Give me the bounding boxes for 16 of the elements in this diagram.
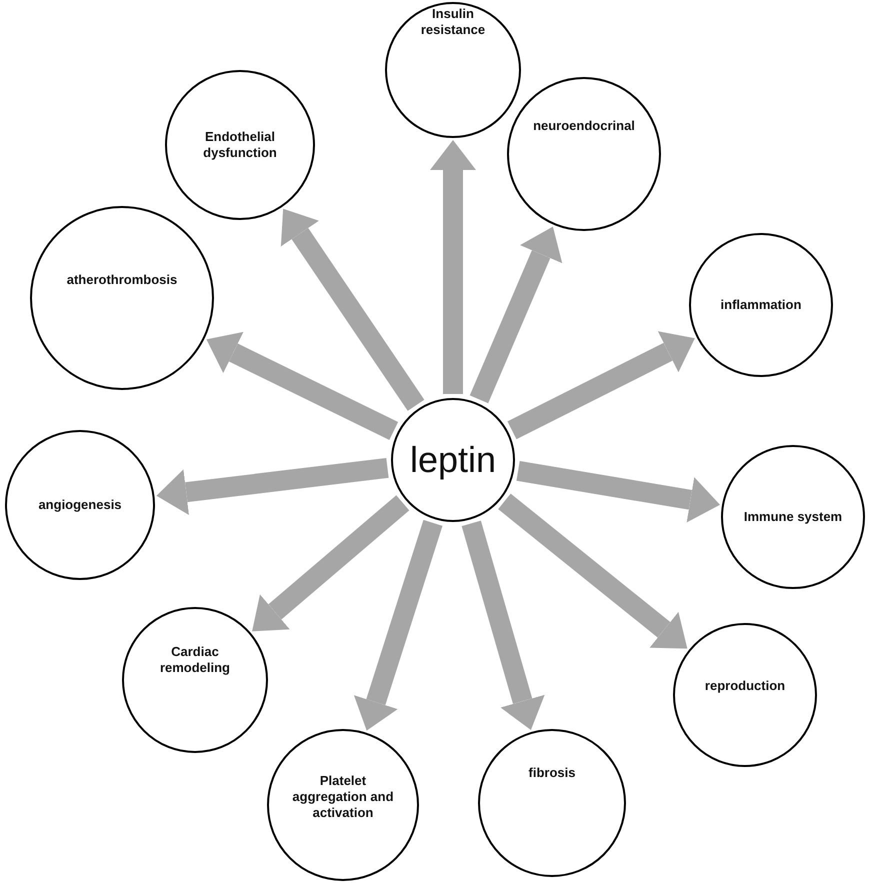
circle-node: [391, 398, 515, 522]
block-arrow: [516, 461, 722, 522]
node-label: neuroendocrinal: [532, 118, 636, 134]
node-label: Immune system: [742, 508, 844, 524]
node-label: Cardiac remodeling: [158, 644, 232, 676]
node-label: leptin: [408, 440, 498, 480]
block-arrow: [155, 458, 389, 516]
node-label: angiogenesis: [37, 496, 123, 512]
node-label: fibrosis: [528, 764, 576, 780]
node-label: reproduction: [704, 678, 786, 694]
block-arrow: [462, 520, 545, 733]
node-label: Endothelial dysfunction: [202, 128, 278, 160]
node-label: Platelet aggregation and activation: [291, 772, 395, 820]
node-label: atherothrombosis: [66, 272, 178, 288]
node-label: inflammation: [720, 296, 802, 312]
node-label: Insulin resistance: [420, 6, 486, 38]
